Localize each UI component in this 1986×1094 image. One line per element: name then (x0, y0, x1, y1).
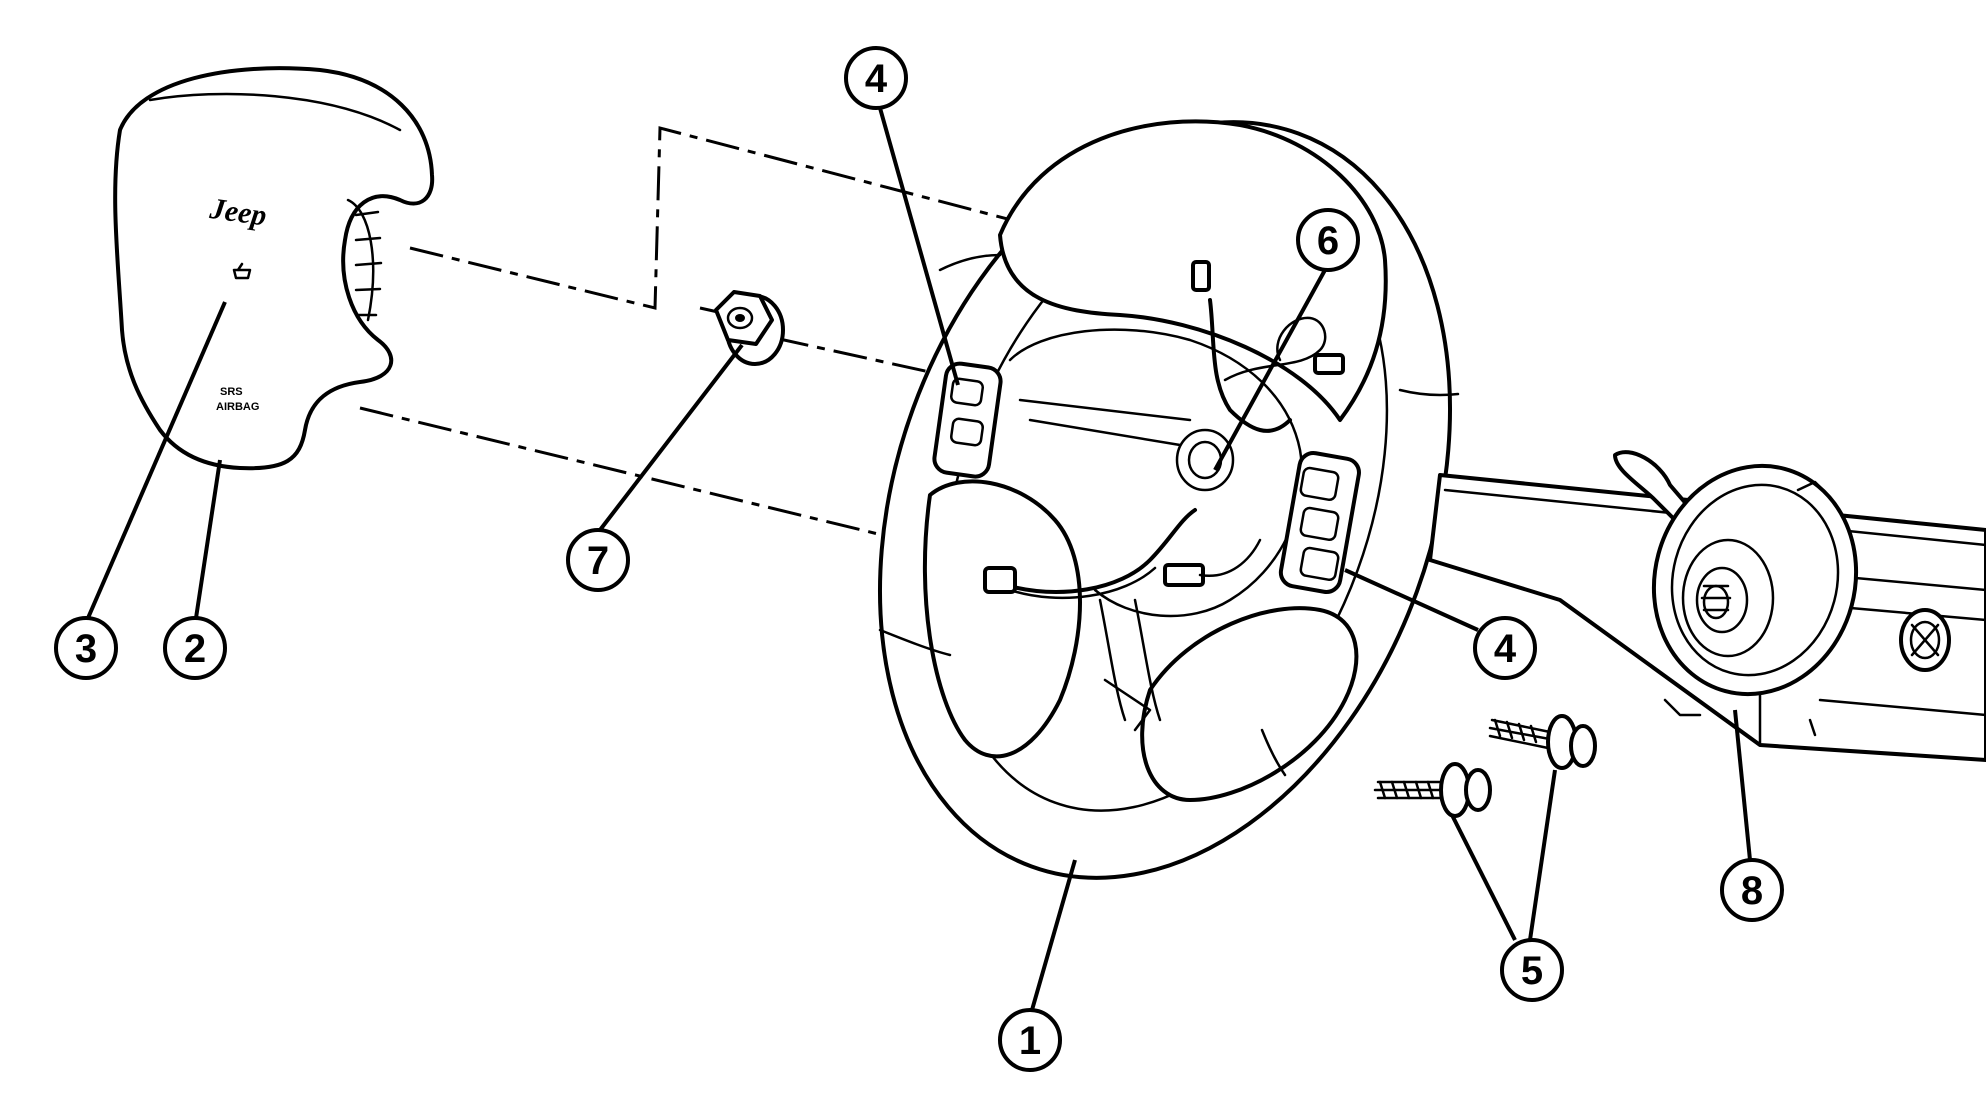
airbag-marking: AIRBAG (216, 401, 259, 413)
airbag-emblem-icon (232, 262, 252, 280)
svg-text:5: 5 (1521, 949, 1543, 993)
callout-3: 3 (54, 616, 118, 680)
callout-4-top: 4 (844, 46, 908, 110)
callout-6: 6 (1296, 208, 1360, 272)
svg-text:8: 8 (1741, 869, 1763, 913)
clockspring (1651, 463, 1859, 737)
mounting-screw-left (1373, 762, 1492, 818)
svg-text:2: 2 (184, 627, 206, 671)
svg-text:6: 6 (1317, 219, 1339, 263)
srs-marking: SRS (220, 386, 243, 398)
callout-2: 2 (163, 616, 227, 680)
callout-4-right: 4 (1473, 616, 1537, 680)
svg-text:7: 7 (587, 539, 609, 583)
speed-control-switch-right (1278, 451, 1361, 594)
svg-text:4: 4 (865, 57, 888, 101)
mounting-screw-right (1488, 714, 1597, 770)
callout-1: 1 (998, 1008, 1062, 1072)
svg-text:1: 1 (1019, 1019, 1041, 1063)
leader-lines (86, 107, 1752, 1011)
speed-control-switch-left (932, 361, 1003, 479)
svg-text:3: 3 (75, 627, 97, 671)
svg-text:4: 4 (1494, 627, 1517, 671)
callout-8: 8 (1720, 858, 1784, 922)
wiring-harness (983, 260, 1345, 600)
callout-5: 5 (1500, 938, 1564, 1002)
airbag-module: Jeep SRS AIRBAG (113, 66, 435, 471)
jeep-logo: Jeep (207, 192, 269, 233)
callout-7: 7 (566, 528, 630, 592)
retaining-nut (714, 290, 785, 366)
steering-wheel (878, 119, 1460, 880)
